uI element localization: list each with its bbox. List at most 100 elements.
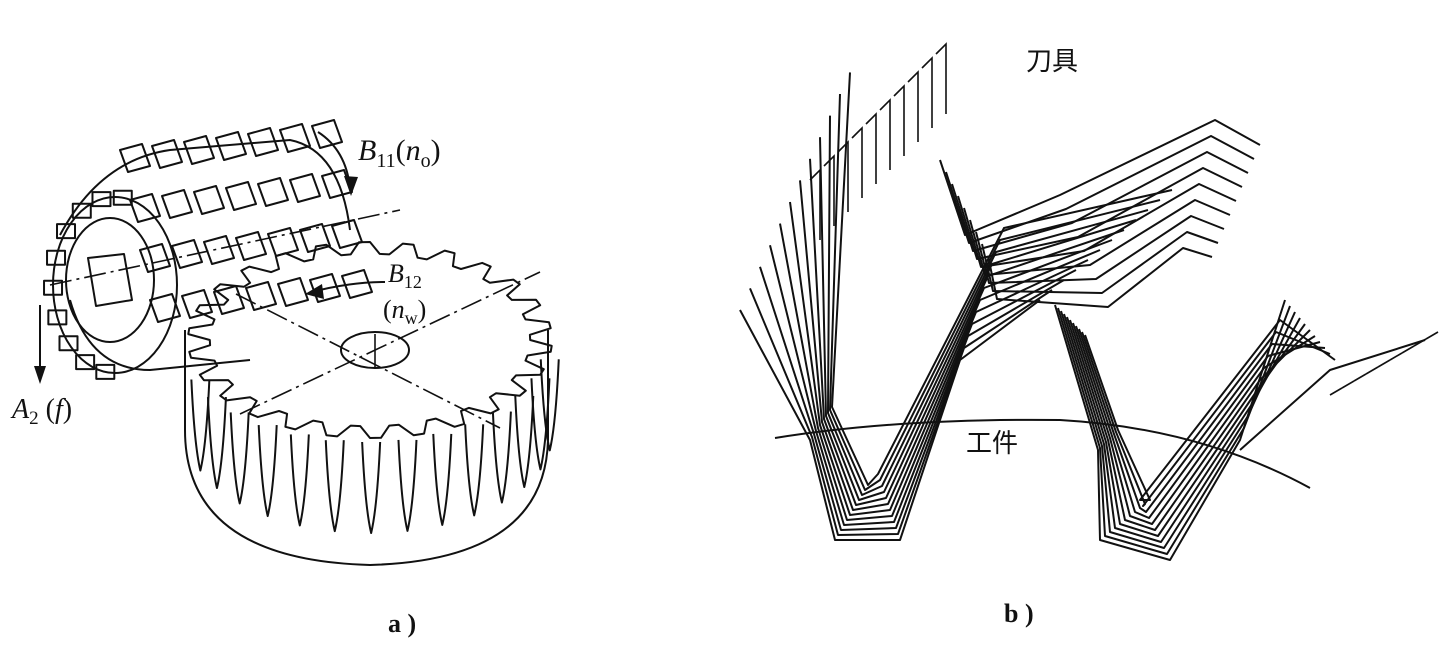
hob-tooth: [279, 123, 311, 153]
tool-edge-line: [1239, 339, 1426, 451]
hob-tooth: [341, 269, 373, 299]
gear-tooth-groove: [289, 434, 310, 527]
tool-hatch: [1377, 359, 1391, 368]
tool-envelope-lines: [739, 42, 1439, 561]
tool-hatch: [1341, 380, 1355, 389]
gear-tooth-groove: [229, 412, 250, 505]
gear-workpiece: [184, 241, 560, 566]
hob-end-tooth: [46, 249, 67, 266]
gear-tooth-groove: [257, 425, 278, 518]
hob-tooth: [247, 127, 279, 157]
feed-arrow: [34, 305, 46, 384]
tool-position-line: [829, 93, 1161, 491]
hob-tooth: [235, 231, 267, 261]
gear-tooth-groove: [530, 378, 551, 471]
hob-tooth: [181, 289, 213, 319]
gear-tooth-groove: [514, 395, 535, 488]
tool-hatch: [879, 98, 891, 170]
tool-position-line: [749, 288, 1053, 536]
hob-tooth: [299, 223, 331, 253]
tool-hatch: [1365, 366, 1379, 375]
hob-tooth: [267, 227, 299, 257]
tool-hatch: [809, 168, 821, 240]
tool-hatch: [1401, 345, 1415, 354]
feed-label: A2 (f): [10, 394, 72, 429]
hob-tooth: [203, 235, 235, 265]
gear-tooth-groove: [324, 440, 345, 533]
hob-tooth: [257, 177, 289, 207]
tool-hatch: [921, 56, 933, 128]
tool-hatch: [823, 154, 835, 226]
hob-tooth: [119, 143, 151, 173]
tool-position-line: [759, 266, 1065, 531]
tool-top-line: [951, 151, 1249, 252]
tool-top-line: [945, 135, 1255, 244]
panel-a: B11(no) B12 (nw) A2 (f) a ): [10, 119, 560, 638]
hob-end-tooth: [75, 354, 96, 371]
tool-position-line: [1075, 325, 1321, 519]
tool-position-line: [819, 137, 1137, 501]
tool-hatch: [1329, 387, 1343, 396]
tool-position-line: [799, 180, 1113, 511]
hob-tooth: [193, 185, 225, 215]
gear-tooth-groove: [491, 411, 512, 504]
gear-rotation-label: B12: [388, 259, 422, 292]
caption-b: b ): [1004, 599, 1034, 628]
tool-top-line: [975, 215, 1225, 284]
hob-tooth: [311, 119, 343, 149]
hob-rotation-arrow: [317, 131, 358, 196]
hob-tooth: [225, 181, 257, 211]
hob-tooth: [213, 285, 245, 315]
gear-rotation-param: (nw): [383, 295, 426, 328]
tool-top-line: [981, 231, 1219, 294]
tool-top-line: [969, 199, 1231, 276]
hob-tooth: [151, 139, 183, 169]
tool-position-line: [739, 299, 1041, 541]
tool-top-line: [939, 119, 1261, 236]
workpiece-label: 工件: [966, 429, 1018, 459]
gear-rotation-arrow: [305, 281, 386, 299]
hob-tooth: [215, 131, 247, 161]
tool-top-line: [963, 183, 1237, 268]
tool-hatch: [1425, 331, 1439, 340]
gear-tooth-groove: [539, 359, 560, 452]
tool-hatch: [907, 70, 919, 142]
tool-hatch: [1353, 373, 1367, 382]
hob-tooth: [245, 281, 277, 311]
tool-position-line: [1072, 322, 1316, 525]
hob-end-tooth: [71, 202, 92, 219]
gear-tooth-groove: [190, 379, 211, 472]
tool-position-line: [827, 115, 1149, 496]
hob-rotation-label: B11(no): [358, 134, 441, 172]
tool-position-line: [1069, 319, 1311, 531]
gear-tooth-groove: [206, 396, 227, 490]
hob-end-tooth: [58, 335, 79, 352]
tool-position-line: [769, 244, 1077, 526]
caption-a: a ): [388, 609, 416, 638]
hob-end-tooth: [47, 309, 68, 326]
gear-tooth-groove: [397, 439, 418, 532]
gear-tooth-groove: [361, 441, 382, 534]
hob-tooth: [129, 193, 161, 223]
tool-position-line: [1066, 316, 1306, 537]
tool-hatch: [1389, 352, 1403, 361]
tool-hatch: [837, 140, 849, 212]
hob-tooth: [149, 293, 181, 323]
tool-position-line: [1054, 299, 1286, 561]
tool-hatch: [893, 84, 905, 156]
tool-hatch: [865, 112, 877, 184]
hob-tooth: [139, 243, 171, 273]
workpiece-pitch-curve: [774, 418, 1311, 489]
hob-end-tooth: [91, 191, 112, 208]
tool-position-line: [779, 223, 1089, 521]
hob-tooth: [171, 239, 203, 269]
hob-end-tooth: [95, 363, 116, 380]
panel-b: 刀具 工件 b ): [739, 42, 1439, 628]
tool-top-line: [987, 247, 1213, 308]
tool-position-line: [1081, 331, 1331, 507]
tool-label: 刀具: [1026, 47, 1078, 77]
tool-hatch: [935, 42, 947, 114]
gear-tooth-groove: [464, 424, 485, 517]
tool-position-line: [809, 158, 1125, 506]
hob-tooth: [289, 173, 321, 203]
